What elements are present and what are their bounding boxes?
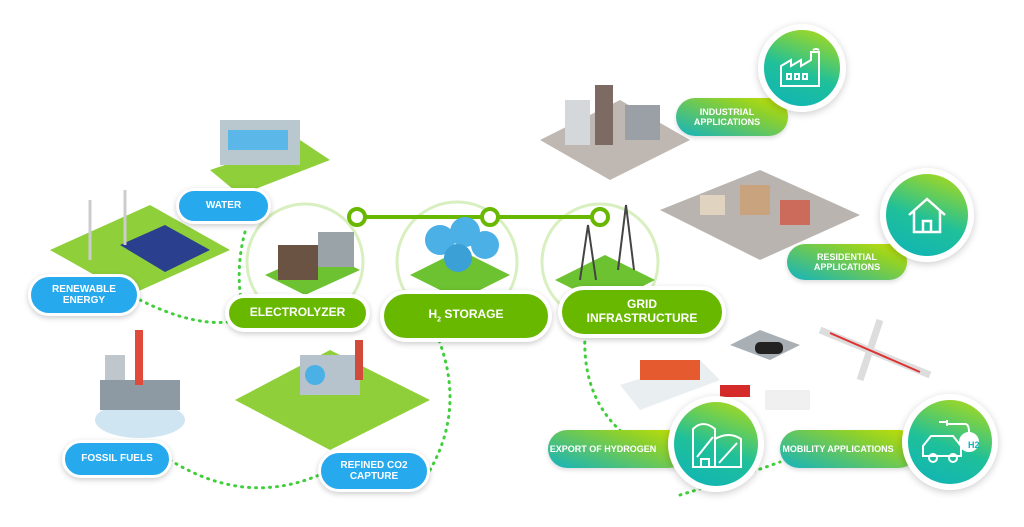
residential-applications-label: RESIDENTIAL APPLICATIONS (787, 244, 907, 280)
residential-illustration (660, 170, 860, 260)
electrolyzer-illustration (265, 232, 360, 295)
dotted-line-co2 (428, 318, 452, 472)
h2-badge: H2 (968, 440, 980, 450)
renewable-illustration (50, 190, 230, 295)
house-icon (880, 168, 974, 262)
oil-rig-illustration (95, 330, 185, 438)
factory-icon (758, 24, 846, 112)
industrial-illustration (540, 85, 690, 180)
water-label: WATER (176, 188, 271, 224)
link-node (480, 207, 500, 227)
mobility-illustration (620, 318, 932, 410)
industrial-applications-label: INDUSTRIAL APPLICATIONS (676, 98, 788, 136)
fossil-fuels-label: FOSSIL FUELS (62, 440, 172, 478)
hydrogen-car-icon: H2 (902, 394, 998, 490)
co2-plant-illustration (235, 340, 430, 450)
refined-co2-capture-label: REFINED CO2 CAPTURE (318, 450, 430, 492)
storage-illustration (410, 217, 510, 300)
grid-infrastructure-label: GRID INFRASTRUCTURE (558, 286, 726, 338)
dotted-line-renewable (138, 298, 242, 324)
export-terminal-icon (668, 396, 764, 492)
h2-storage-label: H2 STORAGE (380, 290, 552, 342)
renewable-energy-label: RENEWABLE ENERGY (28, 274, 140, 316)
electrolyzer-label: ELECTROLYZER (225, 294, 370, 332)
dam-illustration (210, 120, 330, 195)
mobility-applications-label: MOBILITY APPLICATIONS (780, 430, 918, 468)
dotted-line-water (237, 230, 250, 332)
link-node (590, 207, 610, 227)
dotted-line-fossil (168, 458, 332, 490)
link-node (347, 207, 367, 227)
export-of-hydrogen-label: EXPORT OF HYDROGEN (548, 430, 688, 468)
